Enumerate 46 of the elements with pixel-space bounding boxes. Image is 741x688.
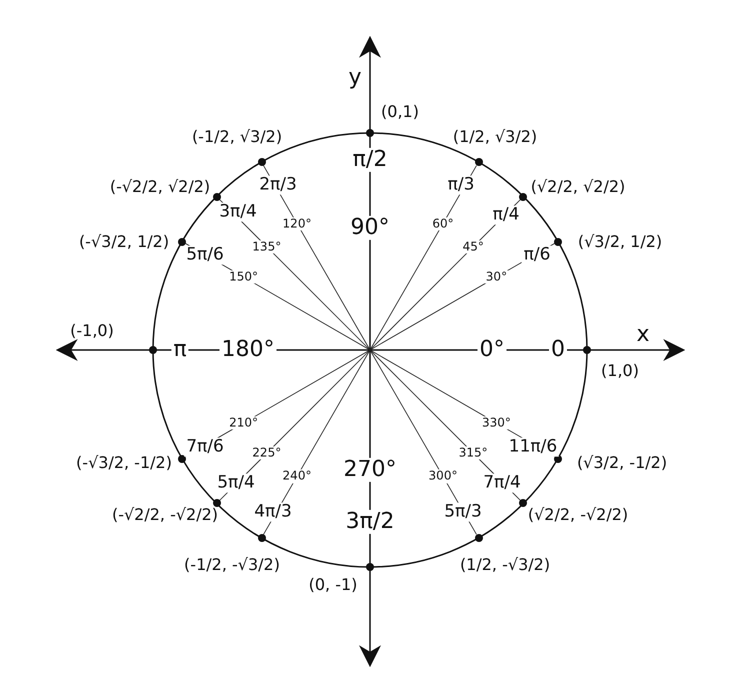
- coordinate-label: (√2/2, √2/2): [530, 178, 626, 196]
- coordinate-label: (0, -1): [308, 576, 358, 594]
- point-marker: [366, 129, 374, 137]
- axis-label: x: [635, 322, 651, 348]
- coordinate-label: (-√2/2, -√2/2): [110, 506, 220, 524]
- point-marker: [212, 192, 221, 201]
- coordinate-label: (-1/2, √3/2): [190, 128, 284, 146]
- edge-label: 150°: [227, 270, 260, 284]
- point-marker: [554, 238, 562, 246]
- coordinate-label: (-√2/2, √2/2): [108, 178, 212, 196]
- coordinate-label: (√3/2, -1/2): [576, 454, 668, 472]
- point-marker: [366, 563, 374, 571]
- coordinate-label: (0,1): [380, 103, 420, 121]
- radian-label: 7π/6: [184, 438, 226, 456]
- edge-label: 225°: [250, 446, 284, 460]
- edge-label: 240°: [280, 470, 314, 484]
- edge-label: 210°: [227, 416, 260, 430]
- radian-label: π/4: [490, 206, 522, 224]
- radian-label: π/6: [522, 246, 552, 264]
- edge-label: 30°: [484, 270, 510, 284]
- edge-label: 45°: [460, 240, 486, 254]
- edge-label: 300°: [426, 470, 460, 484]
- coordinate-label: (-1/2, -√3/2): [183, 556, 281, 574]
- point-marker: [212, 499, 221, 508]
- point-marker: [474, 534, 482, 542]
- point-marker: [149, 346, 157, 354]
- coordinate-label: (-1,0): [69, 322, 115, 340]
- radian-label: π/3: [446, 176, 476, 194]
- coordinate-label: (-√3/2, -1/2): [75, 454, 173, 472]
- point-marker: [258, 158, 266, 166]
- point-marker: [583, 346, 591, 354]
- coordinate-label: (-√3/2, 1/2): [78, 233, 170, 251]
- coordinate-label: (1/2, √3/2): [452, 128, 538, 146]
- point-marker: [519, 192, 528, 201]
- edge-label: 120°: [280, 216, 314, 230]
- coordinate-label: (1/2, -√3/2): [458, 556, 552, 574]
- point-marker: [519, 499, 528, 508]
- point-marker: [178, 238, 186, 246]
- coordinate-label: (1,0): [600, 362, 640, 380]
- coordinate-label: (√2/2, -√2/2): [526, 506, 630, 524]
- point-marker: [258, 534, 266, 542]
- edge-label: 330°: [480, 416, 513, 430]
- coordinate-label: (√3/2, 1/2): [576, 233, 664, 251]
- point-marker: [178, 454, 186, 462]
- axis-label: y: [347, 66, 363, 90]
- point-marker: [474, 158, 482, 166]
